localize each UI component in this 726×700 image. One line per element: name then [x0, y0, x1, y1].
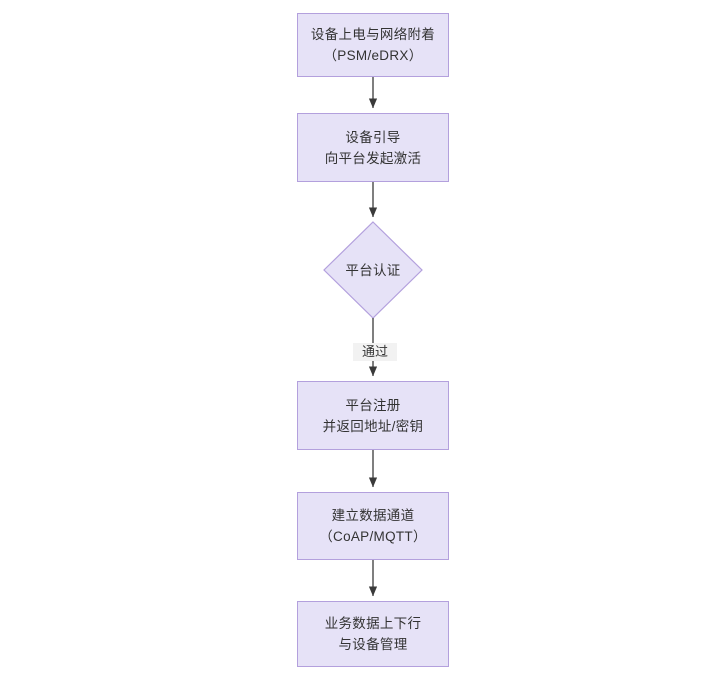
node-business-data-and-device-management[interactable]: 业务数据上下行 与设备管理 — [297, 601, 449, 667]
node-device-power-on[interactable]: 设备上电与网络附着 （PSM/eDRX） — [297, 13, 449, 77]
node-line-1: 平台认证 — [345, 262, 401, 278]
node-establish-data-channel[interactable]: 建立数据通道 （CoAP/MQTT） — [297, 492, 449, 560]
node-line-1: 设备上电与网络附着 — [310, 27, 436, 42]
node-line-1: 建立数据通道 — [331, 508, 415, 523]
node-line-2: （CoAP/MQTT） — [319, 529, 427, 544]
node-line-1: 平台注册 — [345, 397, 401, 413]
node-line-2: 与设备管理 — [338, 637, 408, 652]
node-platform-authentication[interactable]: 平台认证 — [324, 222, 422, 318]
node-device-bootstrap[interactable]: 设备引导 向平台发起激活 — [297, 113, 449, 182]
node-line-1: 设备引导 — [345, 129, 401, 145]
edge-label-pass: 通过 — [353, 343, 397, 361]
node-line-1: 业务数据上下行 — [324, 616, 422, 631]
node-platform-registration[interactable]: 平台注册 并返回地址/密钥 — [297, 381, 449, 450]
node-line-2: （PSM/eDRX） — [323, 48, 423, 63]
node-line-2: 向平台发起激活 — [324, 150, 422, 166]
node-line-2: 并返回地址/密钥 — [322, 418, 424, 434]
